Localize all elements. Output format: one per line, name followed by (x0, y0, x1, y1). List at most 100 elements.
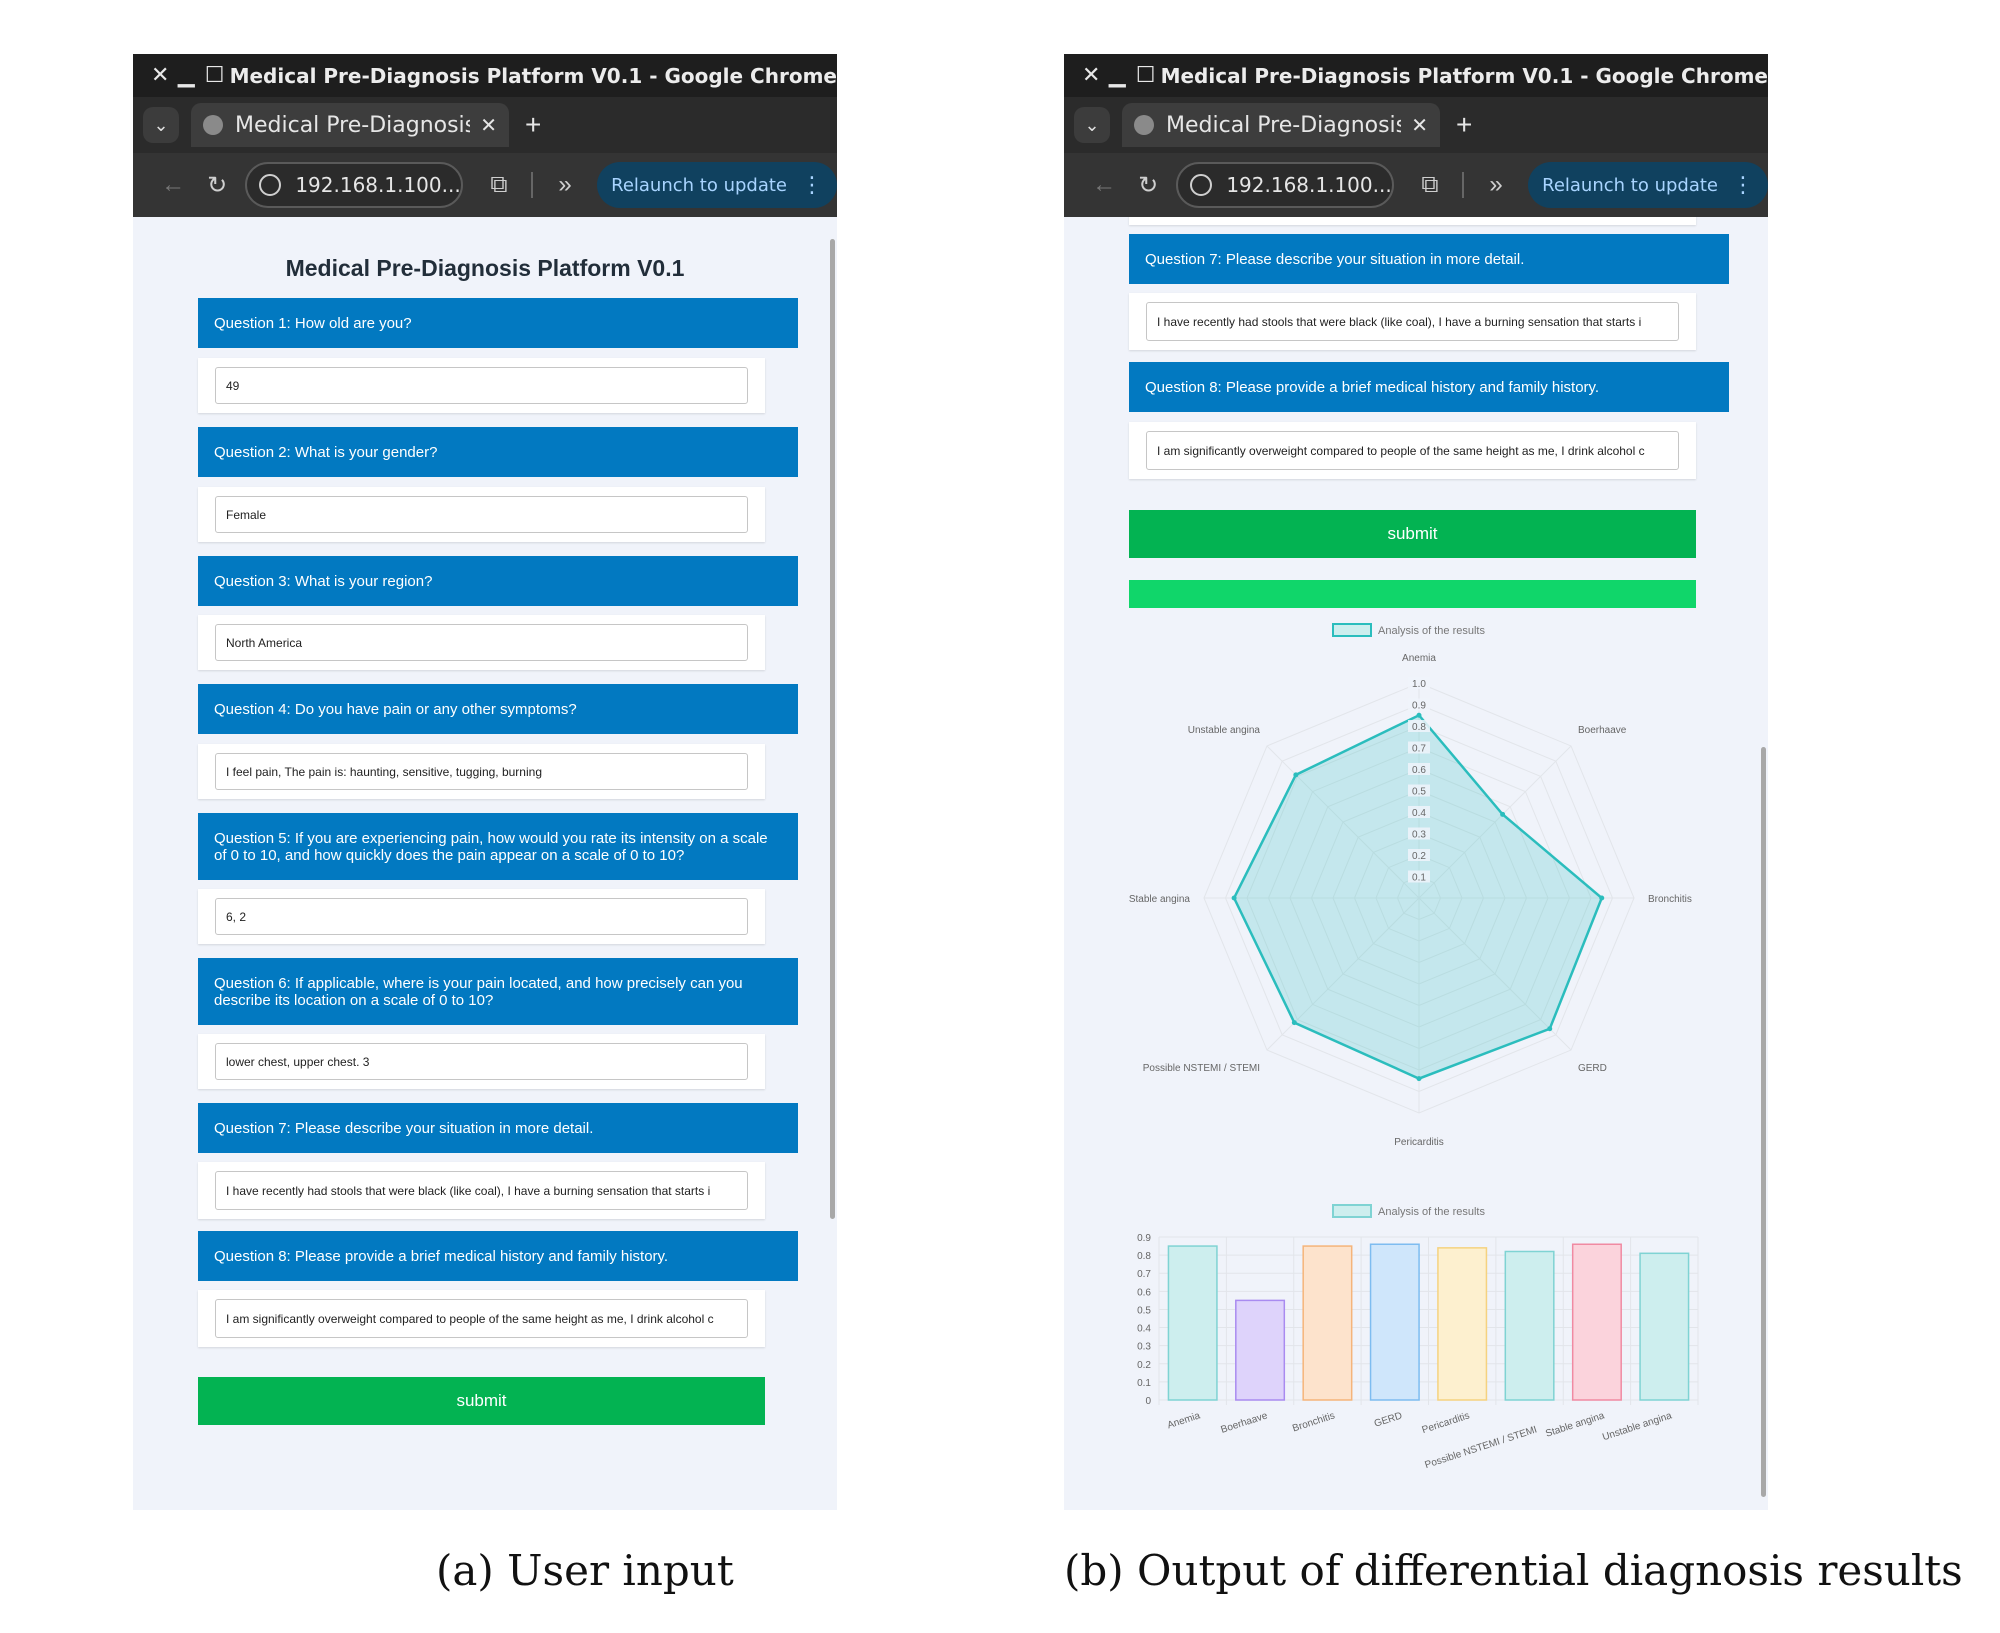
bar-7[interactable] (1639, 1252, 1690, 1401)
answer-2-box: Female (198, 487, 765, 542)
extensions-puzzle-icon[interactable]: ⧉ (490, 171, 508, 198)
radar-spoke (1418, 745, 1572, 899)
answer-8-box: I am significantly overweight compared t… (1129, 422, 1696, 479)
bar-x-label: Stable angina (1544, 1410, 1606, 1439)
address-bar[interactable]: 192.168.1.100... (1176, 162, 1394, 208)
radar-spoke (1418, 897, 1572, 1051)
reload-icon[interactable]: ↻ (207, 171, 228, 199)
radar-point[interactable] (1416, 1076, 1422, 1082)
minimize-window-icon[interactable]: ▁ (177, 63, 195, 88)
radar-category-label: Unstable angina (1188, 725, 1261, 736)
submit-button[interactable]: submit (1129, 510, 1696, 558)
toolbar-separator (531, 172, 533, 198)
answer-5-input[interactable]: 6, 2 (215, 898, 748, 935)
radar-tick-label: 0.2 (1412, 851, 1426, 862)
radar-point[interactable] (1291, 1020, 1297, 1026)
bar-2[interactable] (1302, 1245, 1353, 1401)
address-text: 192.168.1.100... (295, 173, 461, 197)
site-info-icon[interactable] (1190, 174, 1213, 196)
overflow-chevrons-icon[interactable]: » (558, 171, 572, 198)
radar-point[interactable] (1500, 811, 1506, 817)
browser-tab[interactable]: Medical Pre-Diagnosis ✕ (1122, 103, 1440, 147)
tab-search-chevron-icon[interactable]: ⌄ (143, 107, 179, 143)
relaunch-to-update-button[interactable]: Relaunch to update ⋮ (1528, 162, 1768, 208)
minimize-window-icon[interactable]: ▁ (1108, 63, 1126, 88)
back-arrow-icon[interactable]: ← (161, 171, 186, 198)
tab-search-chevron-icon[interactable]: ⌄ (1074, 107, 1110, 143)
new-tab-plus-icon[interactable]: + (525, 109, 542, 140)
overflow-chevrons-icon[interactable]: » (1489, 171, 1503, 198)
radar-tick-bg (1408, 784, 1430, 797)
bar-1[interactable] (1235, 1299, 1286, 1401)
radar-tick-label: 1.0 (1412, 679, 1426, 690)
bar-5[interactable] (1504, 1250, 1555, 1401)
bar-6[interactable] (1571, 1243, 1622, 1401)
radar-tick-label: 0.4 (1412, 808, 1426, 819)
radar-tick-bg (1408, 698, 1430, 711)
bar-4[interactable] (1437, 1247, 1488, 1401)
answer-7-input[interactable]: I have recently had stools that were bla… (215, 1171, 748, 1210)
window-title: Medical Pre-Diagnosis Platform V0.1 - Go… (229, 63, 837, 88)
browser-window-user-input: ✕ ▁ ☐ Medical Pre-Diagnosis Platform V0.… (133, 54, 837, 1510)
maximize-window-icon[interactable]: ☐ (1135, 63, 1156, 88)
answer-6-input[interactable]: lower chest, upper chest. 3 (215, 1043, 748, 1080)
close-window-icon[interactable]: ✕ (1082, 63, 1101, 88)
radar-category-label: Pericarditis (1394, 1137, 1443, 1148)
close-window-icon[interactable]: ✕ (151, 63, 170, 88)
answer-2-input[interactable]: Female (215, 496, 748, 533)
new-tab-plus-icon[interactable]: + (1456, 109, 1473, 140)
bar-3[interactable] (1369, 1243, 1420, 1401)
radar-point[interactable] (1416, 712, 1422, 718)
kebab-menu-icon[interactable]: ⋮ (801, 172, 823, 198)
extensions-puzzle-icon[interactable]: ⧉ (1421, 171, 1439, 198)
bar-x-label: Possible NSTEMI / STEMI (1424, 1424, 1539, 1471)
page-content: Question 7: Please describe your situati… (1064, 217, 1768, 1510)
close-tab-icon[interactable]: ✕ (1411, 113, 1428, 137)
radar-point[interactable] (1293, 772, 1299, 778)
answer-8-input[interactable]: I am significantly overweight compared t… (215, 1299, 748, 1338)
caption-b: (b) Output of differential diagnosis res… (1064, 1546, 1963, 1595)
bar-y-tick-label: 0.6 (1137, 1287, 1151, 1298)
radar-category-label: Boerhaave (1578, 725, 1627, 736)
maximize-window-icon[interactable]: ☐ (204, 63, 225, 88)
page-title: Medical Pre-Diagnosis Platform V0.1 (285, 255, 685, 281)
browser-tab[interactable]: Medical Pre-Diagnosis ✕ (191, 103, 509, 147)
question-2-label: Question 2: What is your gender? (198, 427, 798, 477)
bar-legend-swatch[interactable] (1332, 1204, 1372, 1218)
bar-x-label: Boerhaave (1220, 1410, 1270, 1436)
answer-7-input[interactable]: I have recently had stools that were bla… (1146, 302, 1679, 341)
answer-7-box: I have recently had stools that were bla… (1129, 293, 1696, 350)
radar-point[interactable] (1231, 895, 1237, 901)
bar-chart: Analysis of the results00.10.20.30.40.50… (1137, 1204, 1699, 1471)
address-bar[interactable]: 192.168.1.100... (245, 162, 463, 208)
submit-button[interactable]: submit (198, 1377, 765, 1425)
page-scrollbar[interactable] (1761, 747, 1766, 1497)
page-scrollbar[interactable] (830, 239, 835, 1219)
answer-1-input[interactable]: 49 (215, 367, 748, 404)
answer-6-box: lower chest, upper chest. 3 (198, 1034, 765, 1089)
kebab-menu-icon[interactable]: ⋮ (1732, 172, 1754, 198)
bar-x-label: Bronchitis (1291, 1410, 1336, 1434)
bar-y-tick-label: 0.5 (1137, 1305, 1151, 1316)
radar-category-label: Bronchitis (1648, 894, 1692, 905)
bar-y-tick-label: 0.9 (1137, 1233, 1151, 1244)
radar-legend-label: Analysis of the results (1378, 625, 1485, 637)
answer-3-input[interactable]: North America (215, 624, 748, 661)
bar-0[interactable] (1167, 1245, 1218, 1401)
radar-point[interactable] (1599, 895, 1605, 901)
radar-tick-bg (1408, 741, 1430, 754)
radar-legend-swatch[interactable] (1332, 623, 1372, 637)
relaunch-to-update-button[interactable]: Relaunch to update ⋮ (597, 162, 837, 208)
radar-tick-label: 0.9 (1412, 701, 1426, 712)
close-tab-icon[interactable]: ✕ (480, 113, 497, 137)
answer-4-input[interactable]: I feel pain, The pain is: haunting, sens… (215, 753, 748, 790)
site-info-icon[interactable] (259, 174, 282, 196)
reload-icon[interactable]: ↻ (1138, 171, 1159, 199)
back-arrow-icon[interactable]: ← (1092, 171, 1117, 198)
radar-category-label: Possible NSTEMI / STEMI (1143, 1063, 1260, 1074)
bar-y-tick-label: 0.4 (1137, 1324, 1151, 1335)
tab-title: Medical Pre-Diagnosis (1166, 112, 1402, 138)
radar-point[interactable] (1547, 1026, 1553, 1032)
radar-spoke (1266, 745, 1420, 899)
answer-8-input[interactable]: I am significantly overweight compared t… (1146, 431, 1679, 470)
